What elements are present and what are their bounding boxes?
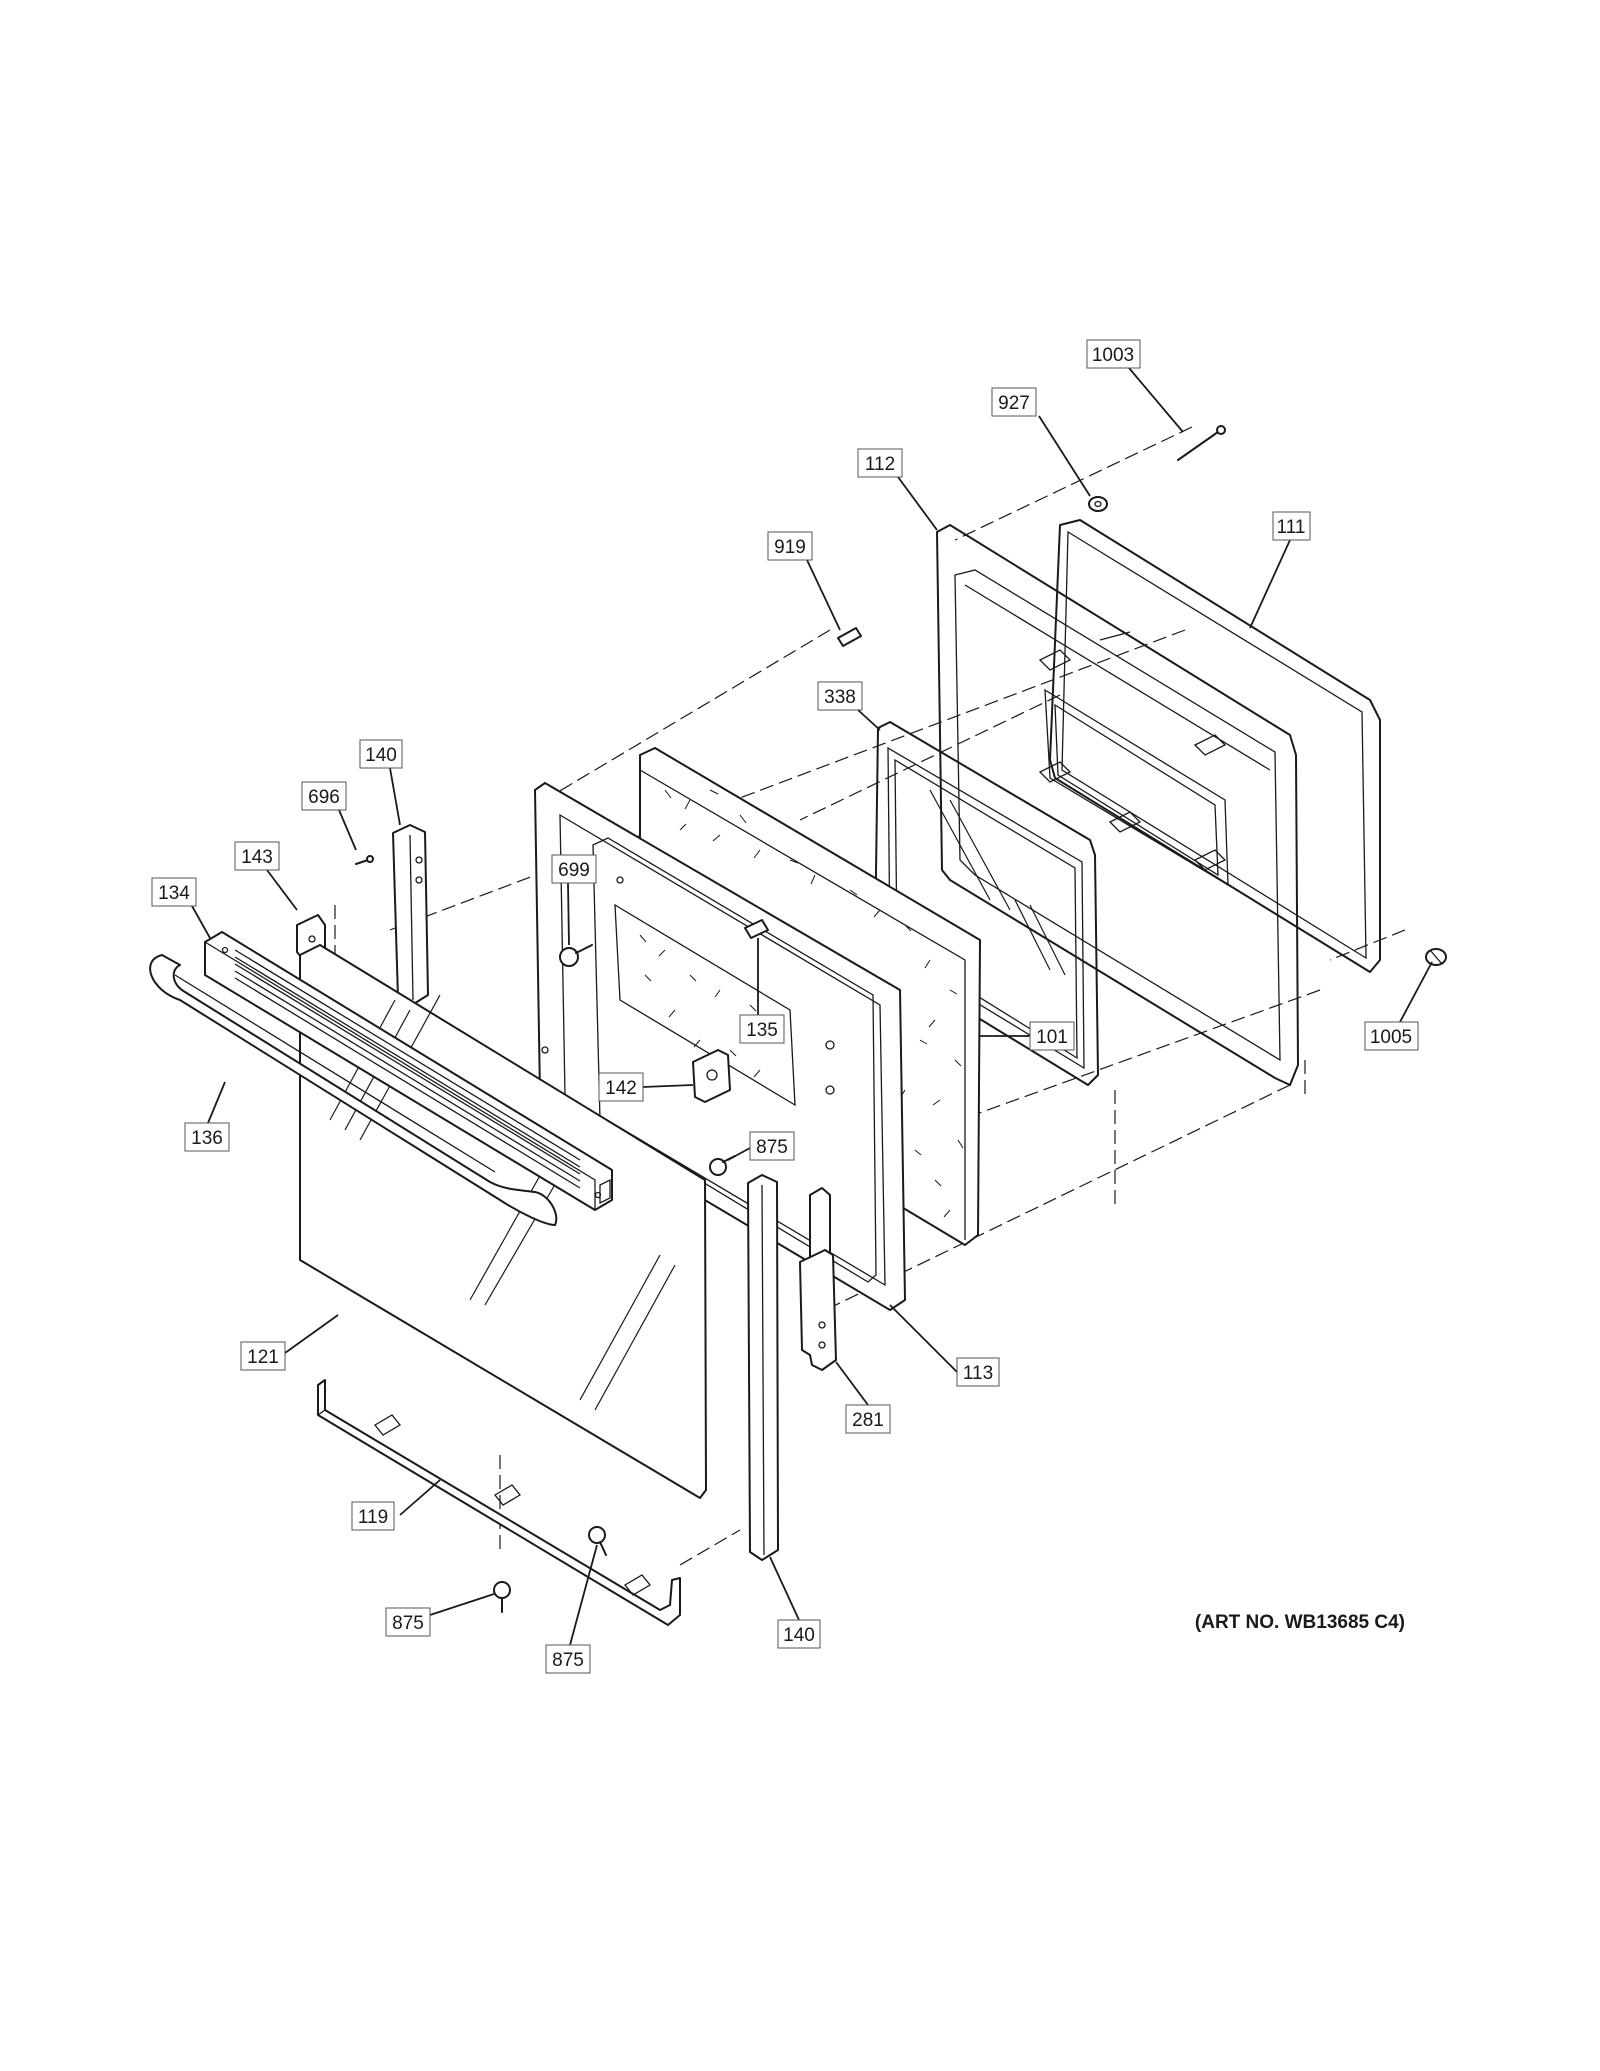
svg-text:699: 699: [558, 860, 590, 881]
svg-text:1003: 1003: [1092, 345, 1134, 366]
callout-134: 134: [151, 877, 197, 907]
callout-111: 111: [1272, 511, 1311, 541]
svg-text:101: 101: [1036, 1027, 1068, 1048]
svg-text:338: 338: [824, 687, 856, 708]
callout-121: 121: [240, 1341, 286, 1371]
part-927-washer: [1088, 496, 1108, 512]
svg-text:121: 121: [247, 1347, 279, 1368]
callout-119: 119: [351, 1501, 395, 1531]
callout-338: 338: [817, 681, 863, 711]
part-136-handle: [149, 954, 558, 1226]
part-134-vent-trim: [204, 931, 613, 1211]
art-number: (ART NO. WB13685 C4): [1195, 1612, 1405, 1633]
callout-101: 101: [1029, 1021, 1075, 1051]
svg-text:111: 111: [1277, 517, 1306, 538]
part-140-side-trim-right: [747, 1174, 779, 1561]
callout-140-top: 140: [359, 739, 403, 769]
callout-875-bottom: 875: [545, 1644, 591, 1674]
svg-text:281: 281: [852, 1410, 884, 1431]
svg-text:875: 875: [392, 1613, 424, 1634]
svg-text:875: 875: [756, 1137, 788, 1158]
part-1005-screw: [1425, 948, 1447, 966]
callout-696: 696: [301, 781, 347, 811]
part-699-screw: [559, 944, 593, 967]
part-875-screw-right: [588, 1526, 607, 1556]
callout-699: 699: [551, 854, 597, 884]
callout-927: 927: [991, 387, 1037, 417]
callout-1003: 1003: [1086, 339, 1141, 369]
part-875-screw-left: [493, 1581, 511, 1613]
svg-text:112: 112: [865, 454, 895, 475]
part-135-tab: [744, 919, 769, 939]
part-919-pin: [837, 627, 862, 647]
svg-text:136: 136: [191, 1128, 223, 1149]
callout-143: 143: [234, 841, 280, 871]
svg-text:875: 875: [552, 1650, 584, 1671]
callout-919: 919: [767, 531, 813, 561]
svg-text:134: 134: [158, 883, 190, 904]
callout-142: 142: [598, 1072, 644, 1102]
callout-113: 113: [956, 1357, 1000, 1387]
svg-text:919: 919: [774, 537, 806, 558]
part-140-side-trim-left: [392, 824, 429, 1006]
svg-text:119: 119: [358, 1507, 388, 1528]
svg-text:1005: 1005: [1370, 1027, 1412, 1048]
callout-112: 112: [857, 448, 903, 478]
part-119-bottom-trim: [317, 1379, 681, 1626]
part-112-inner-panel: [936, 524, 1299, 1086]
callout-1005: 1005: [1364, 1021, 1419, 1051]
part-1003-screw: [1177, 425, 1226, 461]
callout-875-center: 875: [749, 1131, 795, 1161]
svg-text:135: 135: [746, 1020, 778, 1041]
part-281-hinge: [799, 1187, 837, 1371]
callout-135: 135: [739, 1014, 785, 1044]
callout-875-left: 875: [385, 1607, 431, 1637]
svg-text:140: 140: [365, 745, 397, 766]
part-875-screw-center: [709, 1155, 736, 1176]
callout-281: 281: [845, 1404, 891, 1434]
part-696-screw: [355, 855, 374, 865]
svg-text:140: 140: [783, 1625, 815, 1646]
svg-text:696: 696: [308, 787, 340, 808]
svg-text:927: 927: [998, 393, 1030, 414]
leader-lines: [191, 367, 1433, 1646]
callout-140-bottom: 140: [777, 1619, 821, 1649]
callout-136: 136: [184, 1122, 230, 1152]
svg-text:113: 113: [963, 1363, 993, 1384]
part-142-hinge-bracket: [692, 1049, 731, 1103]
svg-text:142: 142: [605, 1078, 637, 1099]
svg-text:143: 143: [241, 847, 273, 868]
part-111-gasket: [1049, 519, 1381, 973]
